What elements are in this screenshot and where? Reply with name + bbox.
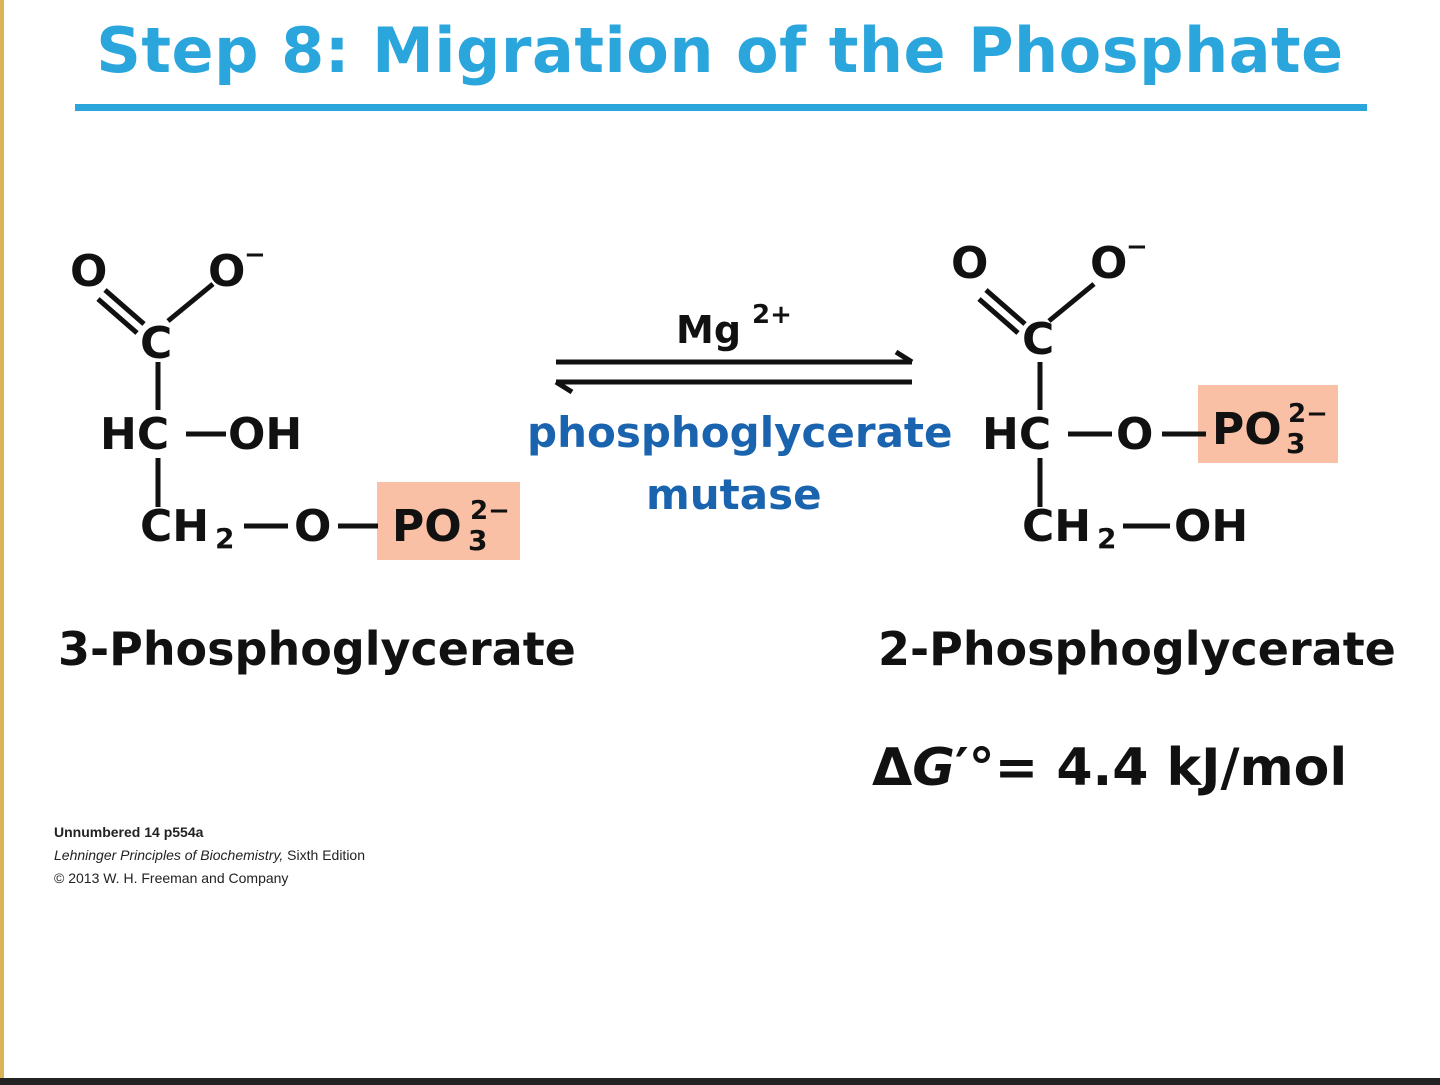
book-credit: Lehninger Principles of Biochemistry, Si… [54,847,365,863]
reactant-phosphate-highlight [377,482,520,560]
product-bonds [977,282,1206,529]
product-bridge-oxygen: O [1116,409,1154,460]
product-c3-ch: CH [1022,501,1092,552]
reactant-carboxylate-charge: − [244,240,266,270]
product-carbonyl-bond-a [984,288,1027,326]
reactant-hydroxyl: OH [228,409,303,460]
product-phosphate-subscript: 3 [1286,427,1306,460]
bottom-border [0,1078,1440,1085]
product-hydroxyl: OH [1174,501,1249,552]
product-carboxylate-charge: − [1126,232,1148,262]
product-carboxylate-bond [1047,282,1096,323]
reverse-arrow-head [554,379,574,395]
reactant-c1-carbon: C [140,318,173,369]
reactant-c2-hc: HC [100,409,170,460]
product-ch-subscript: 2 [1097,522,1117,555]
forward-arrow-head [894,349,914,365]
book-edition: Sixth Edition [283,847,366,863]
reactant-ch-subscript: 2 [215,522,235,555]
reactant-carbonyl-bond-b [96,297,139,335]
reactant-carbonyl-oxygen: O [70,246,108,297]
enzyme-name-line2: mutase [646,470,822,519]
delta-symbol: Δ [872,738,913,798]
reactant-bonds [96,282,378,529]
title-underline [75,104,1367,111]
product-carbonyl-bond-b [977,297,1020,335]
gibbs-g: G [912,738,955,798]
product-carbonyl-oxygen: O [951,238,989,289]
slide-title: Step 8: Migration of the Phosphate [96,14,1344,87]
enzyme-name-line1: phosphoglycerate [527,408,953,457]
reactant-phosphate-po: PO [392,501,462,552]
cofactor-charge: 2+ [752,300,792,330]
product-phosphate-charge: 2− [1288,399,1328,429]
reactant-phosphate-subscript: 3 [468,524,488,557]
free-energy-value: ′°= 4.4 kJ/mol [954,738,1348,798]
reactant-phosphate-charge: 2− [470,496,510,526]
reactant-name: 3-Phosphoglycerate [58,622,576,676]
reactant-carboxylate-oxygen: O [208,246,246,297]
product-phosphate-highlight [1198,385,1338,463]
cofactor-magnesium: Mg [676,308,742,352]
free-energy-change: ΔG′°= 4.4 kJ/mol [872,738,1347,798]
copyright: © 2013 W. H. Freeman and Company [54,870,289,886]
reactant-c3-ch: CH [140,501,210,552]
reactant-carbonyl-bond-a [103,288,146,326]
equilibrium-arrows [554,349,914,395]
product-name: 2-Phosphoglycerate [878,622,1396,676]
book-title: Lehninger Principles of Biochemistry, [54,847,284,863]
product-phosphate-po: PO [1212,404,1282,455]
product-c2-hc: HC [982,409,1052,460]
reactant-carboxylate-bond [166,282,215,323]
reactant-bridge-oxygen: O [294,501,332,552]
left-edge-border [0,0,4,1078]
figure-number: Unnumbered 14 p554a [54,824,204,840]
product-c1-carbon: C [1022,314,1055,365]
product-carboxylate-oxygen: O [1090,238,1128,289]
